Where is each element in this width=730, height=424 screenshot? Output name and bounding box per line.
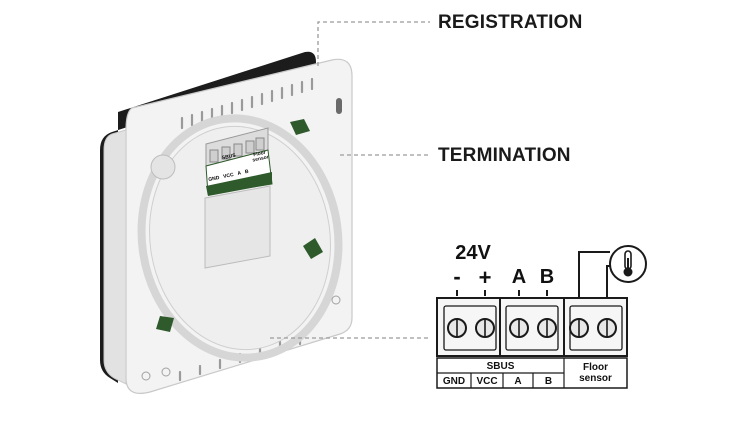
b-label: B bbox=[539, 266, 555, 288]
voltage-label: 24V bbox=[455, 242, 491, 264]
sbus-label: SBUS bbox=[486, 361, 515, 372]
pin-gnd: GND bbox=[442, 376, 466, 387]
leader-lines bbox=[270, 21, 430, 339]
minus-label: - bbox=[453, 264, 461, 289]
device-pin-b: B bbox=[244, 168, 250, 176]
thermostat-device bbox=[100, 51, 353, 394]
pin-a: A bbox=[514, 376, 522, 387]
floor-line2: sensor bbox=[579, 373, 612, 384]
termination-label: TERMINATION bbox=[438, 145, 571, 166]
pin-b: B bbox=[544, 376, 553, 387]
terminal-block-zoom bbox=[436, 251, 628, 389]
registration-label: REGISTRATION bbox=[438, 12, 583, 33]
thermometer-icon bbox=[609, 245, 647, 283]
mounting-clips bbox=[156, 119, 323, 332]
floor-sensor-label: Floor sensor bbox=[564, 362, 627, 384]
device-terminal-block bbox=[205, 127, 273, 196]
plus-label: + bbox=[478, 265, 492, 290]
pin-vcc: VCC bbox=[476, 376, 498, 387]
floor-line1: Floor bbox=[583, 362, 608, 373]
device-pin-a: A bbox=[236, 170, 242, 177]
a-label: A bbox=[511, 266, 527, 288]
